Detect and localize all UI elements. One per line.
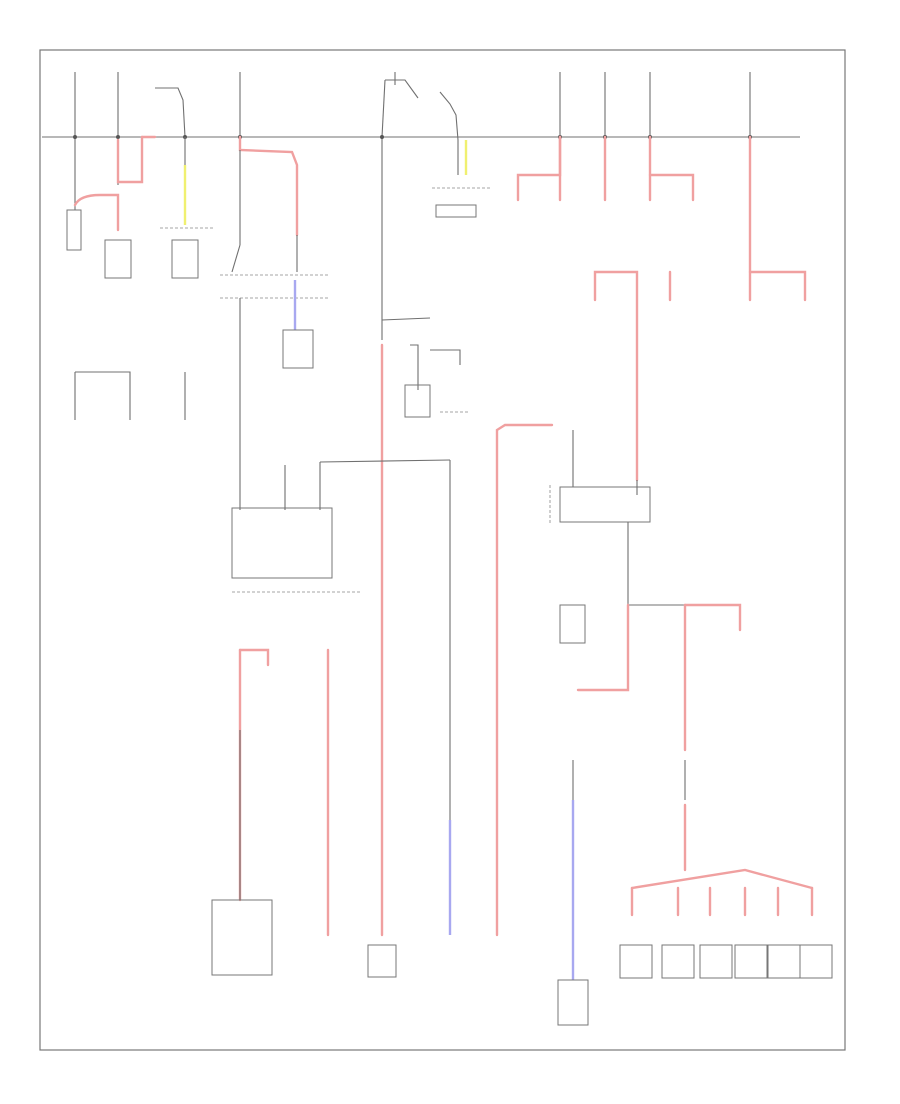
right-bottom-fuse-block <box>557 760 814 1026</box>
feed-497 <box>495 423 554 937</box>
fuse-240-circuit <box>220 72 330 510</box>
right-relay-box <box>549 430 690 606</box>
bottom-component-boxes <box>619 944 833 979</box>
bus-320-450 <box>319 459 451 463</box>
left-fuse-block <box>74 371 186 420</box>
fuse-120 <box>116 72 157 185</box>
right-lower-feeds <box>559 603 742 800</box>
mid-right-branches <box>593 270 672 482</box>
ignition-relay-feed <box>155 87 215 279</box>
diagram-frame <box>39 49 846 1051</box>
battery-circuit <box>66 72 132 279</box>
ignition-switch <box>380 72 490 330</box>
fuse-group-right <box>516 72 807 302</box>
central-electric-box <box>231 462 360 593</box>
lower-left-branches <box>211 648 397 978</box>
starter-relay <box>381 330 470 418</box>
